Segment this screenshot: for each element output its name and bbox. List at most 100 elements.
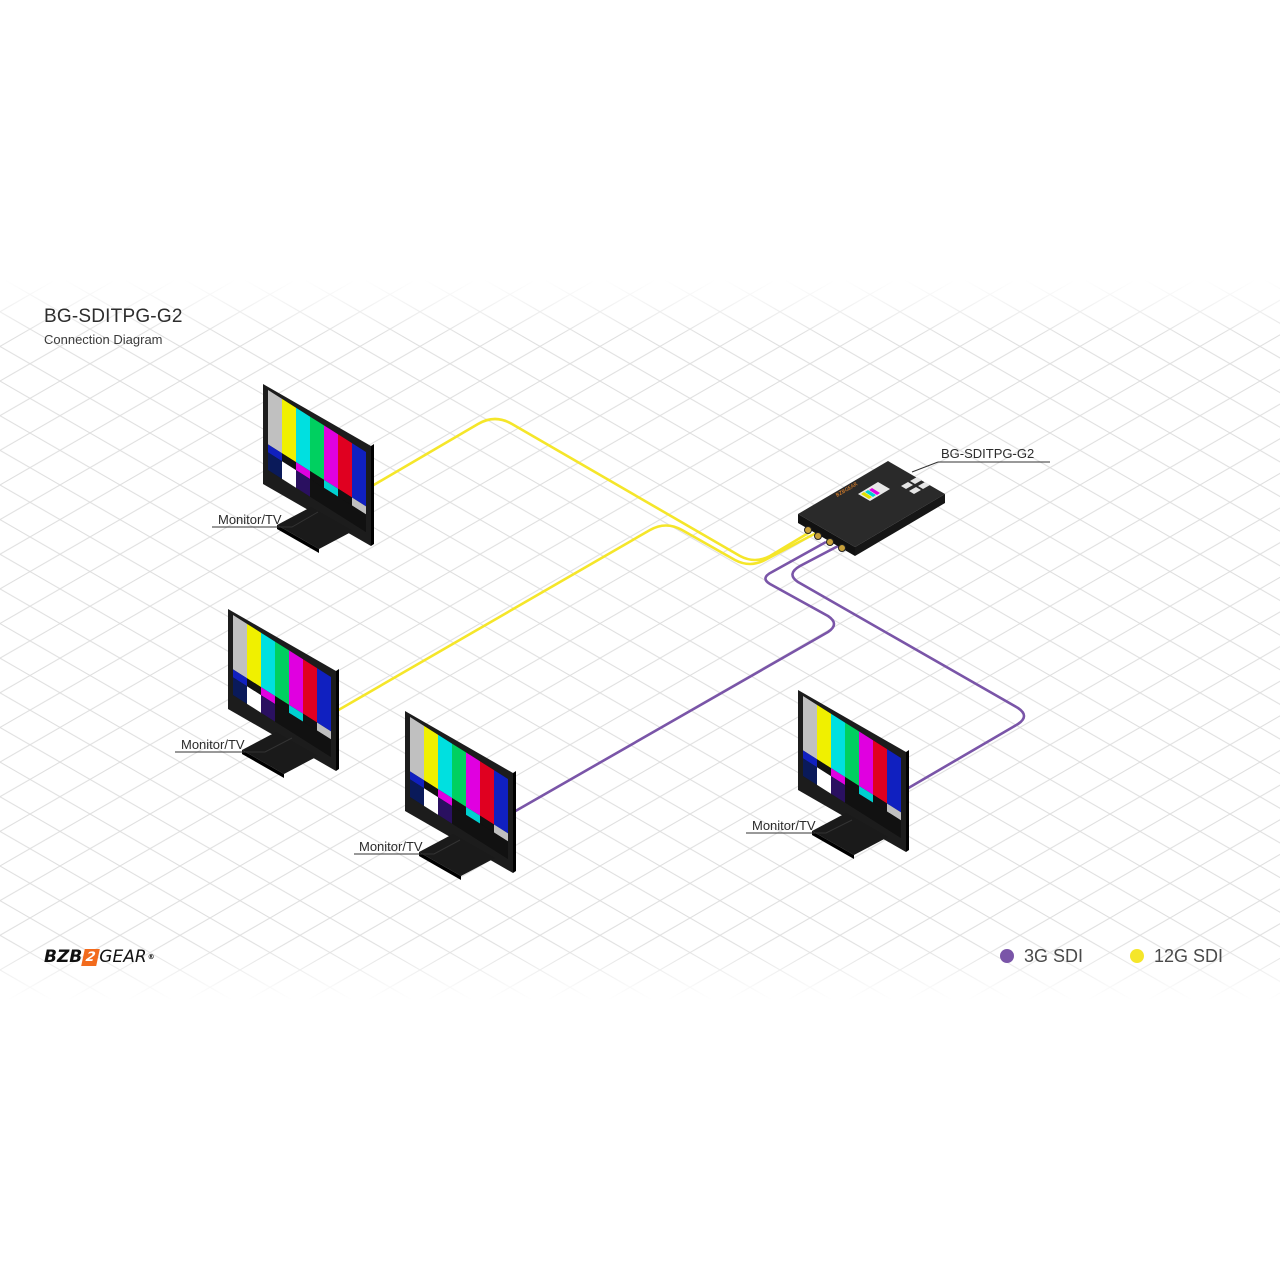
monitor-lower-strip xyxy=(289,704,303,722)
monitor-side xyxy=(371,444,374,546)
device-buttons[interactable] xyxy=(901,477,930,494)
monitor-color-bar xyxy=(831,713,845,777)
monitor-color-bar xyxy=(873,740,887,804)
monitor-lower-strip xyxy=(438,789,452,806)
monitor-bottom-strip xyxy=(494,832,508,859)
monitor-bottom-strip xyxy=(424,788,438,815)
monitor-bottom-strip xyxy=(275,703,289,731)
legend-label-12g: 12G SDI xyxy=(1154,945,1224,966)
cable-3g-center xyxy=(511,540,836,815)
monitor-color-bar xyxy=(282,398,296,463)
monitor-bottom-strip xyxy=(261,695,275,722)
device-bnc-connectors[interactable] xyxy=(804,526,846,552)
monitor-lower-strip xyxy=(247,678,261,696)
monitor-color-bar xyxy=(480,761,494,825)
monitor-lower-strip xyxy=(859,785,873,803)
legend-item-12g-sdi: 12G SDI xyxy=(1130,944,1223,968)
monitor-mid-left xyxy=(228,609,339,778)
monitor-color-bar xyxy=(845,722,859,786)
monitor-color-bar xyxy=(296,407,310,471)
monitor-bottom-strip xyxy=(480,823,494,851)
brand-logo-part-1: BZB xyxy=(44,947,83,967)
monitor-color-bar xyxy=(817,704,831,769)
monitor-bottom-strip xyxy=(803,758,817,785)
monitor-lower-strip xyxy=(424,780,438,798)
monitor-bottom-strip xyxy=(452,805,466,833)
monitor-color-bar xyxy=(268,390,282,454)
monitor-color-bar xyxy=(310,416,324,480)
monitor-bottom-strip xyxy=(289,712,303,740)
monitor-bottom-strip xyxy=(247,686,261,713)
device-label: BG-SDITPG-G2 xyxy=(941,446,1035,461)
cable-3g-right xyxy=(791,543,1026,792)
legend-label-3g: 3G SDI xyxy=(1024,945,1084,966)
monitor-bottom-strip xyxy=(466,814,480,842)
monitor-lower-strip xyxy=(803,750,817,768)
monitor-bottom-strip xyxy=(338,496,352,524)
monitor-color-bar xyxy=(303,659,317,723)
monitor-stand-base xyxy=(277,507,353,549)
monitor-bottom-strip xyxy=(233,677,247,704)
monitor-side xyxy=(336,669,339,771)
monitor-lower-strip xyxy=(233,669,247,687)
monitor-bottom-strip xyxy=(859,793,873,821)
monitor-callout-leader xyxy=(212,511,319,528)
monitor-right xyxy=(798,690,909,859)
monitor-lower-strip xyxy=(317,722,331,740)
signal-generator-device[interactable]: BZBGEAR xyxy=(798,461,1050,556)
monitor-color-bar xyxy=(466,752,480,816)
monitor-bottom-strip xyxy=(831,776,845,803)
cable-layer xyxy=(334,417,1026,815)
monitor-label-mid-left: Monitor/TV xyxy=(181,737,245,752)
monitor-bottom-strip xyxy=(352,505,366,532)
monitor-lower-strip xyxy=(873,794,887,812)
monitor-stand-edge xyxy=(812,831,854,859)
monitor-bottom-strip xyxy=(317,730,331,757)
monitor-lower-strip xyxy=(831,768,845,785)
monitor-center xyxy=(405,711,516,880)
monitor-label-center: Monitor/TV xyxy=(359,839,423,854)
monitor-color-bar xyxy=(494,770,508,834)
monitor-color-bar xyxy=(438,734,452,798)
monitor-label-right: Monitor/TV xyxy=(752,818,816,833)
monitor-lower-strip xyxy=(303,713,317,731)
monitor-callout-leader xyxy=(354,839,461,855)
monitor-color-bar xyxy=(275,641,289,705)
monitor-bottom-strip xyxy=(873,802,887,830)
monitor-color-bar xyxy=(887,749,901,813)
monitor-color-bar xyxy=(317,668,331,732)
monitor-color-bar xyxy=(233,615,247,679)
brand-logo-part-2: 2 xyxy=(81,948,101,966)
background-grid xyxy=(0,280,1280,1000)
monitor-lower-strip xyxy=(845,776,859,794)
monitor-color-bar xyxy=(338,434,352,498)
monitor-stand-base xyxy=(242,732,318,774)
diagram-title: BG-SDITPG-G2 xyxy=(44,306,183,327)
brand-logo-registered-mark: ® xyxy=(147,953,155,961)
monitor-color-bar xyxy=(859,731,873,795)
monitor-lower-strip xyxy=(338,488,352,506)
monitor-lower-strip xyxy=(352,497,366,515)
device-callout-leader xyxy=(911,461,939,473)
cable-12g-mid-left xyxy=(334,524,819,714)
monitor-bottom-strip xyxy=(845,784,859,812)
monitor-color-bar xyxy=(352,443,366,507)
monitor-color-bar xyxy=(324,425,338,489)
monitor-color-bar xyxy=(803,696,817,760)
monitor-label-top-left: Monitor/TV xyxy=(218,512,282,527)
monitor-lower-strip xyxy=(282,453,296,471)
legend-item-3g-sdi: 3G SDI xyxy=(1000,944,1083,968)
legend-swatch-12g xyxy=(1130,949,1144,963)
monitor-lower-strip xyxy=(268,444,282,462)
monitor-top-left xyxy=(263,384,374,553)
monitor-callout-leader xyxy=(175,737,293,753)
monitor-stand-edge xyxy=(277,525,319,553)
monitor-bottom-strip xyxy=(296,470,310,497)
brand-logo-part-3: GEAR xyxy=(99,947,147,967)
monitor-lower-strip xyxy=(817,759,831,777)
monitor-bottom-strip xyxy=(410,779,424,806)
monitor-lower-strip xyxy=(466,806,480,824)
monitor-bottom-strip xyxy=(817,767,831,794)
monitor-color-bar xyxy=(410,717,424,781)
